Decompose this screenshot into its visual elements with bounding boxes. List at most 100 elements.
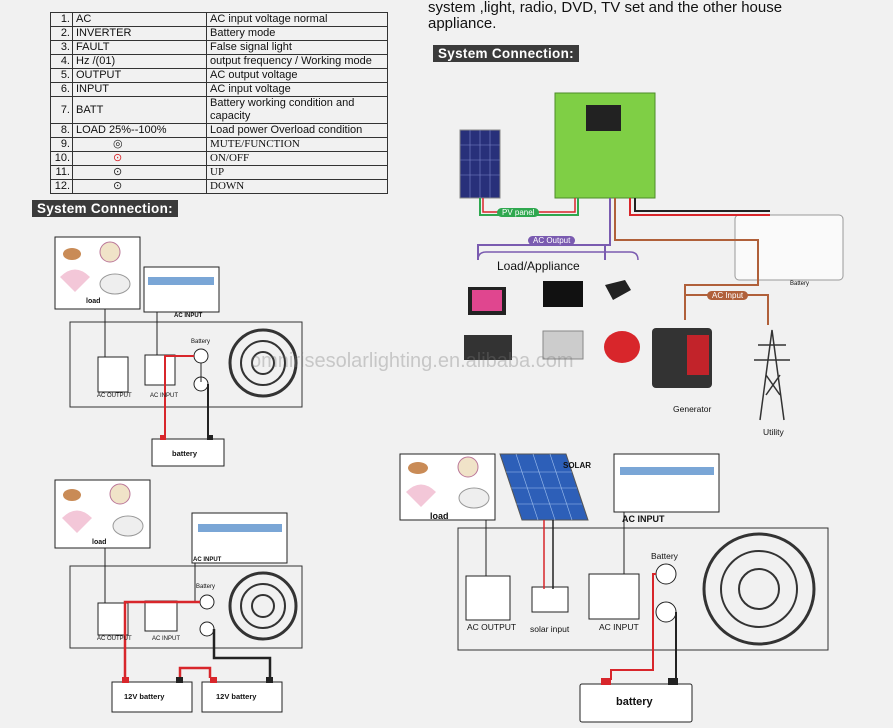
ac-input-caption-1: AC INPUT (150, 393, 179, 399)
legend-name: FAULT (72, 40, 207, 55)
battery-terminal-negative-4 (655, 601, 677, 623)
microwave-icon (464, 335, 512, 360)
battery-box-4 (579, 683, 693, 723)
load-label-4: load (430, 511, 449, 521)
legend-num: 4. (50, 54, 73, 69)
legend-num: 6. (50, 82, 73, 97)
generator-label: Generator (673, 404, 712, 414)
ac-output-socket-2 (97, 602, 129, 636)
legend-desc: AC input voltage normal (206, 12, 388, 27)
ac-input-panel-2 (191, 512, 288, 564)
legend-desc: UP (206, 165, 388, 180)
legend-row: 9.◎MUTE/FUNCTION (50, 137, 388, 152)
watermark: omnirisesolarlighting.en.alibaba.com (250, 350, 574, 372)
bulb-icon-4 (408, 462, 428, 474)
solar-input-caption: solar input (530, 624, 570, 634)
fan-grille (228, 328, 298, 398)
solar-input-terminal (531, 586, 569, 613)
ac-input-label-3: AC Input (707, 291, 749, 300)
fan-icon (99, 241, 121, 263)
battery-box (151, 438, 225, 467)
rice-cooker-icon (99, 273, 131, 295)
legend-desc: ON/OFF (206, 151, 388, 166)
legend-row: 10.⊙ON/OFF (50, 151, 388, 166)
battery-box-12v-a (111, 681, 193, 713)
battery-caption-4: Battery (651, 551, 678, 561)
ac-input-label-4: AC INPUT (622, 514, 665, 524)
ac-output-label: AC Output (528, 236, 576, 245)
diagram-solar-inverter (399, 453, 829, 723)
legend-name: INVERTER (72, 26, 207, 41)
up-button-icon: ⊙ (72, 165, 207, 180)
rice-cooker-icon-3 (604, 331, 640, 363)
diagram-dual-battery (54, 479, 303, 713)
load-label-1: load (86, 298, 101, 305)
ac-output-caption-2: AC OUTPUT (97, 636, 132, 642)
ac-input-socket-2 (144, 600, 178, 632)
hairdryer-icon-2 (62, 510, 92, 533)
hairdryer-icon (60, 269, 90, 292)
ac-input-caption-2: AC INPUT (152, 636, 181, 642)
battery-icon (734, 214, 844, 281)
section-tag-left: System Connection: (32, 200, 178, 217)
ac-output-socket (97, 356, 129, 393)
legend-desc: Battery mode (206, 26, 388, 41)
utility-label: Utility (763, 427, 784, 437)
legend-name: INPUT (72, 82, 207, 97)
legend-row: 12.⊙DOWN (50, 179, 388, 194)
legend-desc: DOWN (206, 179, 388, 194)
battery-label-1: battery (172, 449, 198, 458)
battery-terminal-negative-2 (199, 621, 215, 637)
bulb-icon-2 (63, 489, 81, 501)
legend-num: 8. (50, 123, 73, 138)
battery-caption-1: Battery (191, 339, 211, 345)
induction-cooker-icon (543, 281, 583, 307)
fan-icon-4 (457, 456, 479, 478)
pv-panel-label: PV panel (497, 208, 540, 217)
battery-box-12v-b (201, 681, 283, 713)
ac-input-caption-4: AC INPUT (599, 622, 639, 632)
legend-num: 9. (50, 137, 73, 152)
oven-icon (542, 330, 584, 360)
battery-label-4: battery (616, 696, 653, 708)
ac-input-label-2: AC INPUT (193, 557, 222, 563)
mute-button-icon: ◎ (72, 137, 207, 152)
legend-desc: False signal light (206, 40, 388, 55)
ac-input-label-1: AC INPUT (174, 313, 203, 319)
legend-num: 7. (50, 96, 73, 124)
battery-12v-label-a: 12V battery (124, 692, 165, 701)
battery-label-3: Battery (790, 281, 810, 287)
ac-input-panel-4 (613, 453, 720, 513)
inverter-body (69, 321, 303, 408)
load-label-2: load (92, 539, 107, 546)
legend-num: 10. (50, 151, 73, 166)
legend-desc: MUTE/FUNCTION (206, 137, 388, 152)
legend-name: AC (72, 12, 207, 27)
legend-name: OUTPUT (72, 68, 207, 83)
load-appliance-label: Load/Appliance (497, 259, 580, 273)
legend-desc: output frequency / Working mode (206, 54, 388, 69)
ac-output-socket-4 (465, 575, 511, 621)
hairdryer-icon-3 (605, 280, 631, 300)
legend-row: 11.⊙UP (50, 165, 388, 180)
battery-terminal-positive (193, 348, 209, 364)
battery-caption-2: Battery (196, 584, 216, 590)
inverter-body-4 (457, 527, 829, 651)
section-tag-right: System Connection: (433, 45, 579, 62)
legend-num: 12. (50, 179, 73, 194)
bulb-icon (63, 248, 81, 260)
legend-desc: AC input voltage (206, 82, 388, 97)
solar-label: SOLAR (563, 461, 591, 470)
inverter-body-2 (69, 565, 303, 649)
legend-row: 4.Hz /(01)output frequency / Working mod… (50, 54, 388, 69)
ac-input-panel (143, 266, 220, 313)
legend-name: BATT (72, 96, 207, 124)
pylon-icon (754, 329, 790, 421)
fan-grille-4 (702, 532, 816, 646)
